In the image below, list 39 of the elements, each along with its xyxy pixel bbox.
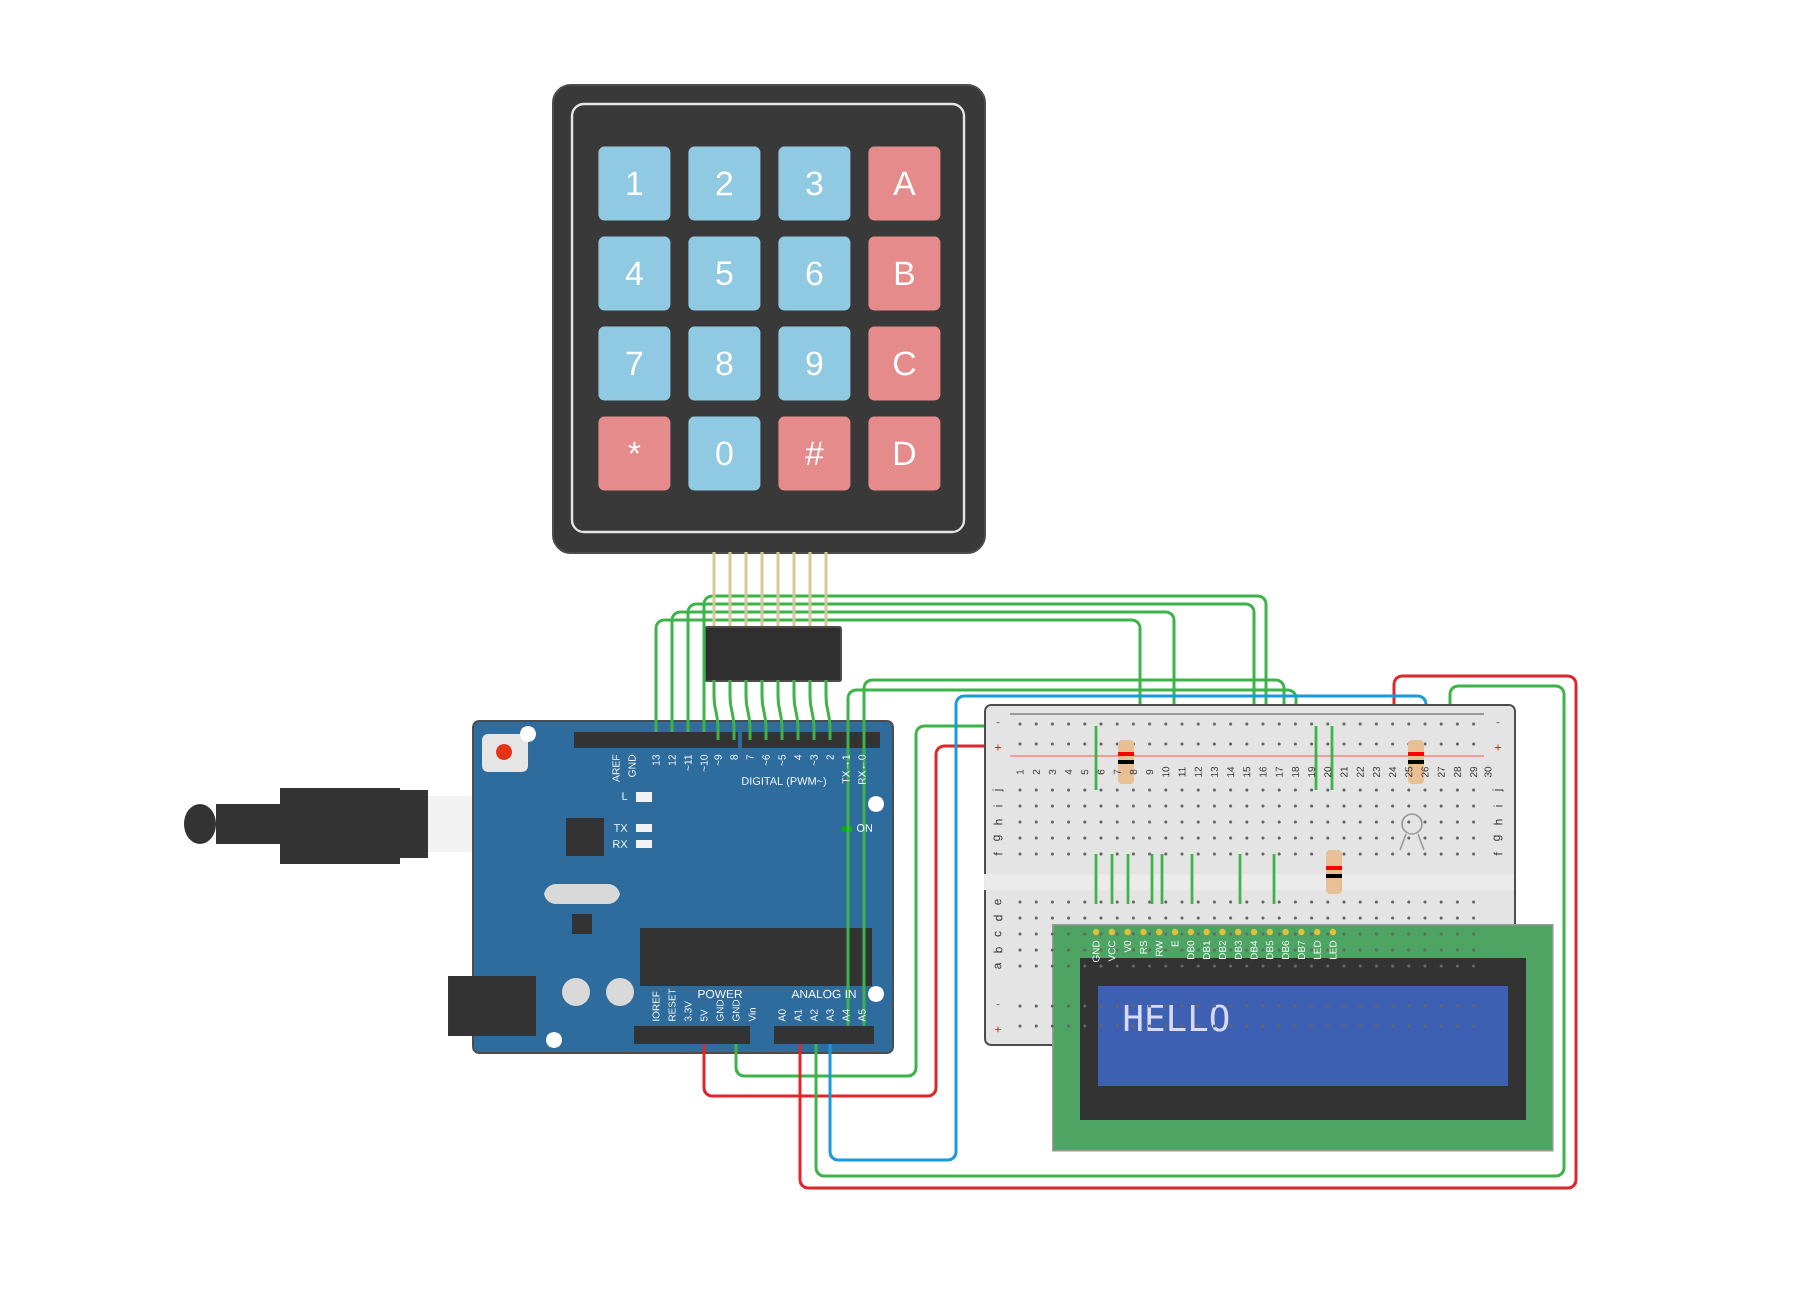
wire xyxy=(744,680,752,740)
key-button: 4 xyxy=(598,236,671,311)
wire xyxy=(728,680,736,740)
wire xyxy=(808,680,816,740)
ribbon-wire xyxy=(744,552,748,626)
key-button: A xyxy=(868,146,941,221)
ribbon-wire xyxy=(824,552,828,626)
wire xyxy=(712,680,720,740)
wire xyxy=(702,744,984,1098)
ribbon-wire xyxy=(792,552,796,626)
key-button: * xyxy=(598,416,671,491)
key-button: 1 xyxy=(598,146,671,221)
key-button: 9 xyxy=(778,326,851,401)
wire xyxy=(734,724,984,1078)
key-button: 7 xyxy=(598,326,671,401)
ribbon-wire xyxy=(760,552,764,626)
ribbon-wire xyxy=(728,552,732,626)
pin-header xyxy=(704,626,842,682)
wire xyxy=(792,680,800,740)
wire xyxy=(670,610,1176,732)
ribbon-wire xyxy=(712,552,716,626)
ribbon-wire xyxy=(776,552,780,626)
key-button: 3 xyxy=(778,146,851,221)
wire xyxy=(760,680,768,740)
key-button: 5 xyxy=(688,236,761,311)
ribbon-wire xyxy=(808,552,812,626)
wire xyxy=(828,694,1428,1162)
key-button: 8 xyxy=(688,326,761,401)
key-button: 0 xyxy=(688,416,761,491)
wire xyxy=(776,680,784,740)
key-button: 2 xyxy=(688,146,761,221)
display-text: HELLO xyxy=(1124,1004,1229,1032)
wire xyxy=(824,680,832,740)
key-button: D xyxy=(868,416,941,491)
key-button: B xyxy=(868,236,941,311)
key-button: # xyxy=(778,416,851,491)
wire xyxy=(654,618,1142,732)
key-button: C xyxy=(868,326,941,401)
key-button: 6 xyxy=(778,236,851,311)
